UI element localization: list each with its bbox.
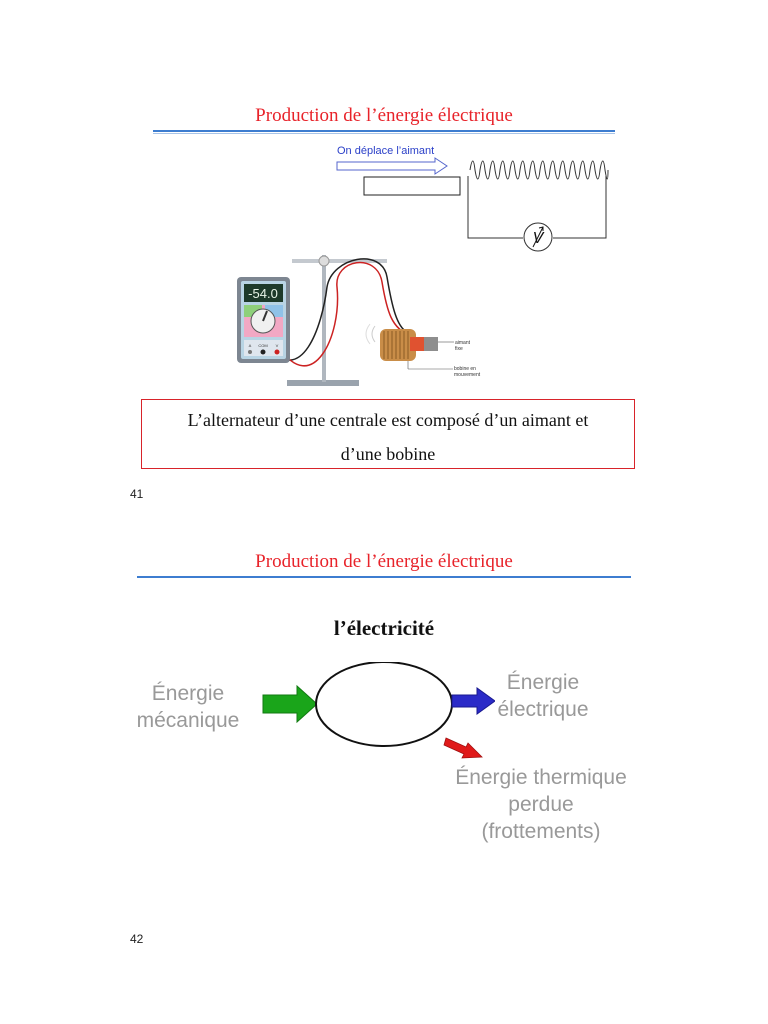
title-underline-shadow bbox=[153, 133, 615, 134]
experiment-illustration: -54.0 A COM V aimant fixe bobi bbox=[237, 255, 481, 386]
output-energy-label: Énergie électrique bbox=[497, 671, 589, 721]
svg-text:fixe: fixe bbox=[455, 346, 463, 352]
circuit-wire bbox=[467, 176, 523, 239]
electricity-title: l’électricité bbox=[333, 616, 435, 640]
page-number: 42 bbox=[130, 932, 144, 946]
magnet-bar bbox=[363, 176, 461, 196]
coil-icon bbox=[469, 160, 609, 180]
coil-diagram: On déplace l’aimant V bbox=[336, 145, 609, 252]
lab-stand-icon bbox=[287, 255, 387, 386]
output-arrow-icon bbox=[451, 687, 495, 715]
svg-text:V: V bbox=[276, 343, 279, 348]
title-underline bbox=[153, 130, 615, 132]
svg-text:mouvement: mouvement bbox=[454, 372, 481, 378]
caption-line-1: L’alternateur d’une centrale est composé… bbox=[187, 410, 589, 430]
svg-text:COM: COM bbox=[258, 343, 267, 348]
page-number: 41 bbox=[130, 487, 144, 501]
svg-text:A: A bbox=[249, 343, 252, 348]
svg-text:aimant: aimant bbox=[455, 340, 471, 346]
diagram-label: On déplace l’aimant bbox=[337, 145, 434, 157]
conversion-ellipse bbox=[315, 662, 453, 747]
title-underline bbox=[137, 576, 631, 578]
coil-magnet-icon bbox=[365, 323, 438, 361]
caption-line-2: d’une bobine bbox=[340, 444, 436, 464]
loss-arrow-icon bbox=[443, 737, 483, 759]
energy-flow-diagram bbox=[262, 662, 495, 759]
svg-text:bobine en: bobine en bbox=[454, 366, 476, 372]
page-41: Production de l’énergie électrique On dé… bbox=[130, 105, 635, 501]
multimeter-reading: -54.0 bbox=[248, 286, 278, 301]
black-wire bbox=[266, 258, 408, 361]
input-arrow-icon bbox=[262, 684, 318, 724]
page-42: Production de l’énergie électrique l’éle… bbox=[0, 512, 768, 1024]
multimeter-icon: -54.0 A COM V bbox=[237, 277, 290, 363]
circuit-wire bbox=[553, 176, 607, 239]
caption-box: L’alternateur d’une centrale est composé… bbox=[141, 399, 635, 469]
loss-energy-label: Énergie thermique perdue (frottements) bbox=[455, 766, 627, 843]
move-arrow-icon bbox=[336, 157, 448, 175]
voltmeter-icon: V bbox=[523, 222, 553, 252]
page-title: Production de l’énergie électrique bbox=[255, 551, 513, 572]
input-energy-label: Énergie mécanique bbox=[136, 682, 240, 732]
page-title: Production de l’énergie électrique bbox=[255, 105, 513, 126]
red-wire bbox=[278, 261, 411, 367]
